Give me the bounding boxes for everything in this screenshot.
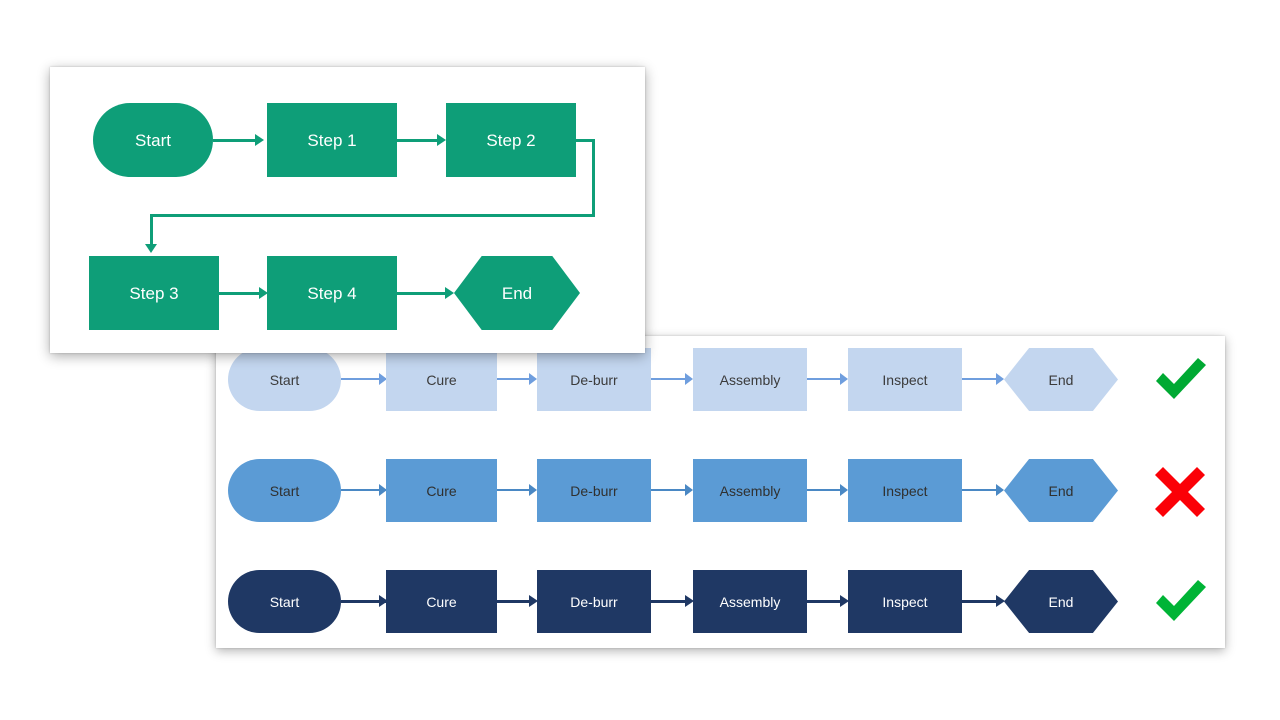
blue-medium-node-end[interactable]: End — [1004, 459, 1118, 522]
connector-arrowhead — [685, 595, 694, 607]
verdict-check-icon-row-light — [1148, 347, 1212, 411]
connector-arrowhead — [685, 373, 693, 385]
connector-elbow-horizontal — [150, 214, 595, 217]
connector-arrowhead — [840, 484, 848, 496]
connector-elbow-vertical-right — [592, 139, 595, 217]
node-label: Cure — [426, 371, 457, 388]
node-label: Start — [269, 371, 300, 388]
green-node-step3[interactable]: Step 3 — [89, 256, 219, 330]
blue-light-node-end[interactable]: End — [1004, 348, 1118, 411]
connector-line — [807, 600, 840, 603]
blue-dark-node-start[interactable]: Start — [228, 570, 341, 633]
connector-line-start-step1 — [213, 139, 258, 142]
blue-light-node-deburr[interactable]: De-burr — [537, 348, 651, 411]
connector-line — [651, 600, 685, 603]
connector-line — [341, 489, 389, 491]
node-label: Step 3 — [129, 283, 179, 303]
connector-line — [962, 600, 996, 603]
node-label: Assembly — [719, 593, 781, 610]
blue-light-node-assembly[interactable]: Assembly — [693, 348, 807, 411]
node-label: De-burr — [570, 482, 618, 499]
blue-light-node-cure[interactable]: Cure — [386, 348, 497, 411]
node-label: End — [501, 283, 533, 303]
connector-line — [497, 378, 529, 380]
node-label: Start — [269, 482, 300, 499]
verdict-check-icon-row-dark — [1148, 569, 1212, 633]
connector-arrowhead — [437, 134, 446, 146]
blue-dark-node-inspect[interactable]: Inspect — [848, 570, 962, 633]
connector-arrowhead — [529, 373, 537, 385]
connector-line — [497, 489, 529, 491]
connector-arrowhead-down — [145, 244, 157, 253]
blue-medium-node-deburr[interactable]: De-burr — [537, 459, 651, 522]
connector-arrowhead — [259, 287, 268, 299]
node-label: Inspect — [882, 593, 928, 610]
node-label: De-burr — [570, 371, 618, 388]
connector-line — [651, 489, 685, 491]
node-label: Assembly — [719, 482, 781, 499]
connector-arrowhead — [840, 373, 848, 385]
node-label: Cure — [426, 482, 457, 499]
connector-line — [341, 378, 389, 380]
connector-arrowhead — [529, 484, 537, 496]
blue-medium-node-assembly[interactable]: Assembly — [693, 459, 807, 522]
node-label: Start — [135, 130, 171, 150]
connector-arrowhead — [379, 484, 387, 496]
connector-arrowhead — [379, 595, 388, 607]
blue-light-node-inspect[interactable]: Inspect — [848, 348, 962, 411]
connector-arrowhead — [445, 287, 454, 299]
node-label: Step 4 — [307, 283, 357, 303]
blue-dark-node-cure[interactable]: Cure — [386, 570, 497, 633]
node-label: Inspect — [882, 482, 928, 499]
node-label: Step 1 — [307, 130, 357, 150]
blue-medium-node-cure[interactable]: Cure — [386, 459, 497, 522]
connector-arrowhead — [685, 484, 693, 496]
connector-arrowhead — [996, 484, 1004, 496]
blue-medium-node-start[interactable]: Start — [228, 459, 341, 522]
connector-line-step4-end — [397, 292, 447, 295]
node-label: Cure — [426, 593, 457, 610]
connector-line — [651, 378, 685, 380]
connector-elbow-step2-step3 — [576, 139, 595, 217]
verdict-cross-icon-row-medium — [1148, 458, 1212, 522]
node-label: End — [1048, 593, 1074, 610]
green-flowchart-panel: Start Step 1 Step 2 Step 3 Step 4 End — [50, 67, 645, 353]
blue-dark-node-assembly[interactable]: Assembly — [693, 570, 807, 633]
connector-line — [341, 600, 389, 603]
green-node-step4[interactable]: Step 4 — [267, 256, 397, 330]
connector-arrowhead — [379, 373, 387, 385]
green-node-step1[interactable]: Step 1 — [267, 103, 397, 177]
green-node-end[interactable]: End — [454, 256, 580, 330]
connector-arrowhead — [255, 134, 264, 146]
connector-line-step1-step2 — [397, 139, 439, 142]
connector-arrowhead — [996, 595, 1005, 607]
node-label: End — [1048, 371, 1074, 388]
connector-line — [962, 489, 996, 491]
node-label: Start — [269, 593, 300, 610]
blue-dark-node-deburr[interactable]: De-burr — [537, 570, 651, 633]
blue-medium-node-inspect[interactable]: Inspect — [848, 459, 962, 522]
connector-line — [807, 489, 840, 491]
blue-variants-panel: Start Cure De-burr Assembly Inspect — [216, 336, 1225, 648]
blue-dark-node-end[interactable]: End — [1004, 570, 1118, 633]
node-label: End — [1048, 482, 1074, 499]
connector-arrowhead — [840, 595, 849, 607]
connector-line-step3-step4 — [219, 292, 261, 295]
blue-light-node-start[interactable]: Start — [228, 348, 341, 411]
connector-arrowhead — [996, 373, 1004, 385]
node-label: Inspect — [882, 371, 928, 388]
green-node-step2[interactable]: Step 2 — [446, 103, 576, 177]
green-node-start[interactable]: Start — [93, 103, 213, 177]
node-label: Assembly — [719, 371, 781, 388]
connector-line — [497, 600, 529, 603]
node-label: Step 2 — [486, 130, 536, 150]
connector-arrowhead — [529, 595, 538, 607]
node-label: De-burr — [570, 593, 618, 610]
connector-line — [962, 378, 996, 380]
connector-line — [807, 378, 840, 380]
connector-elbow-vertical-left — [150, 214, 153, 246]
